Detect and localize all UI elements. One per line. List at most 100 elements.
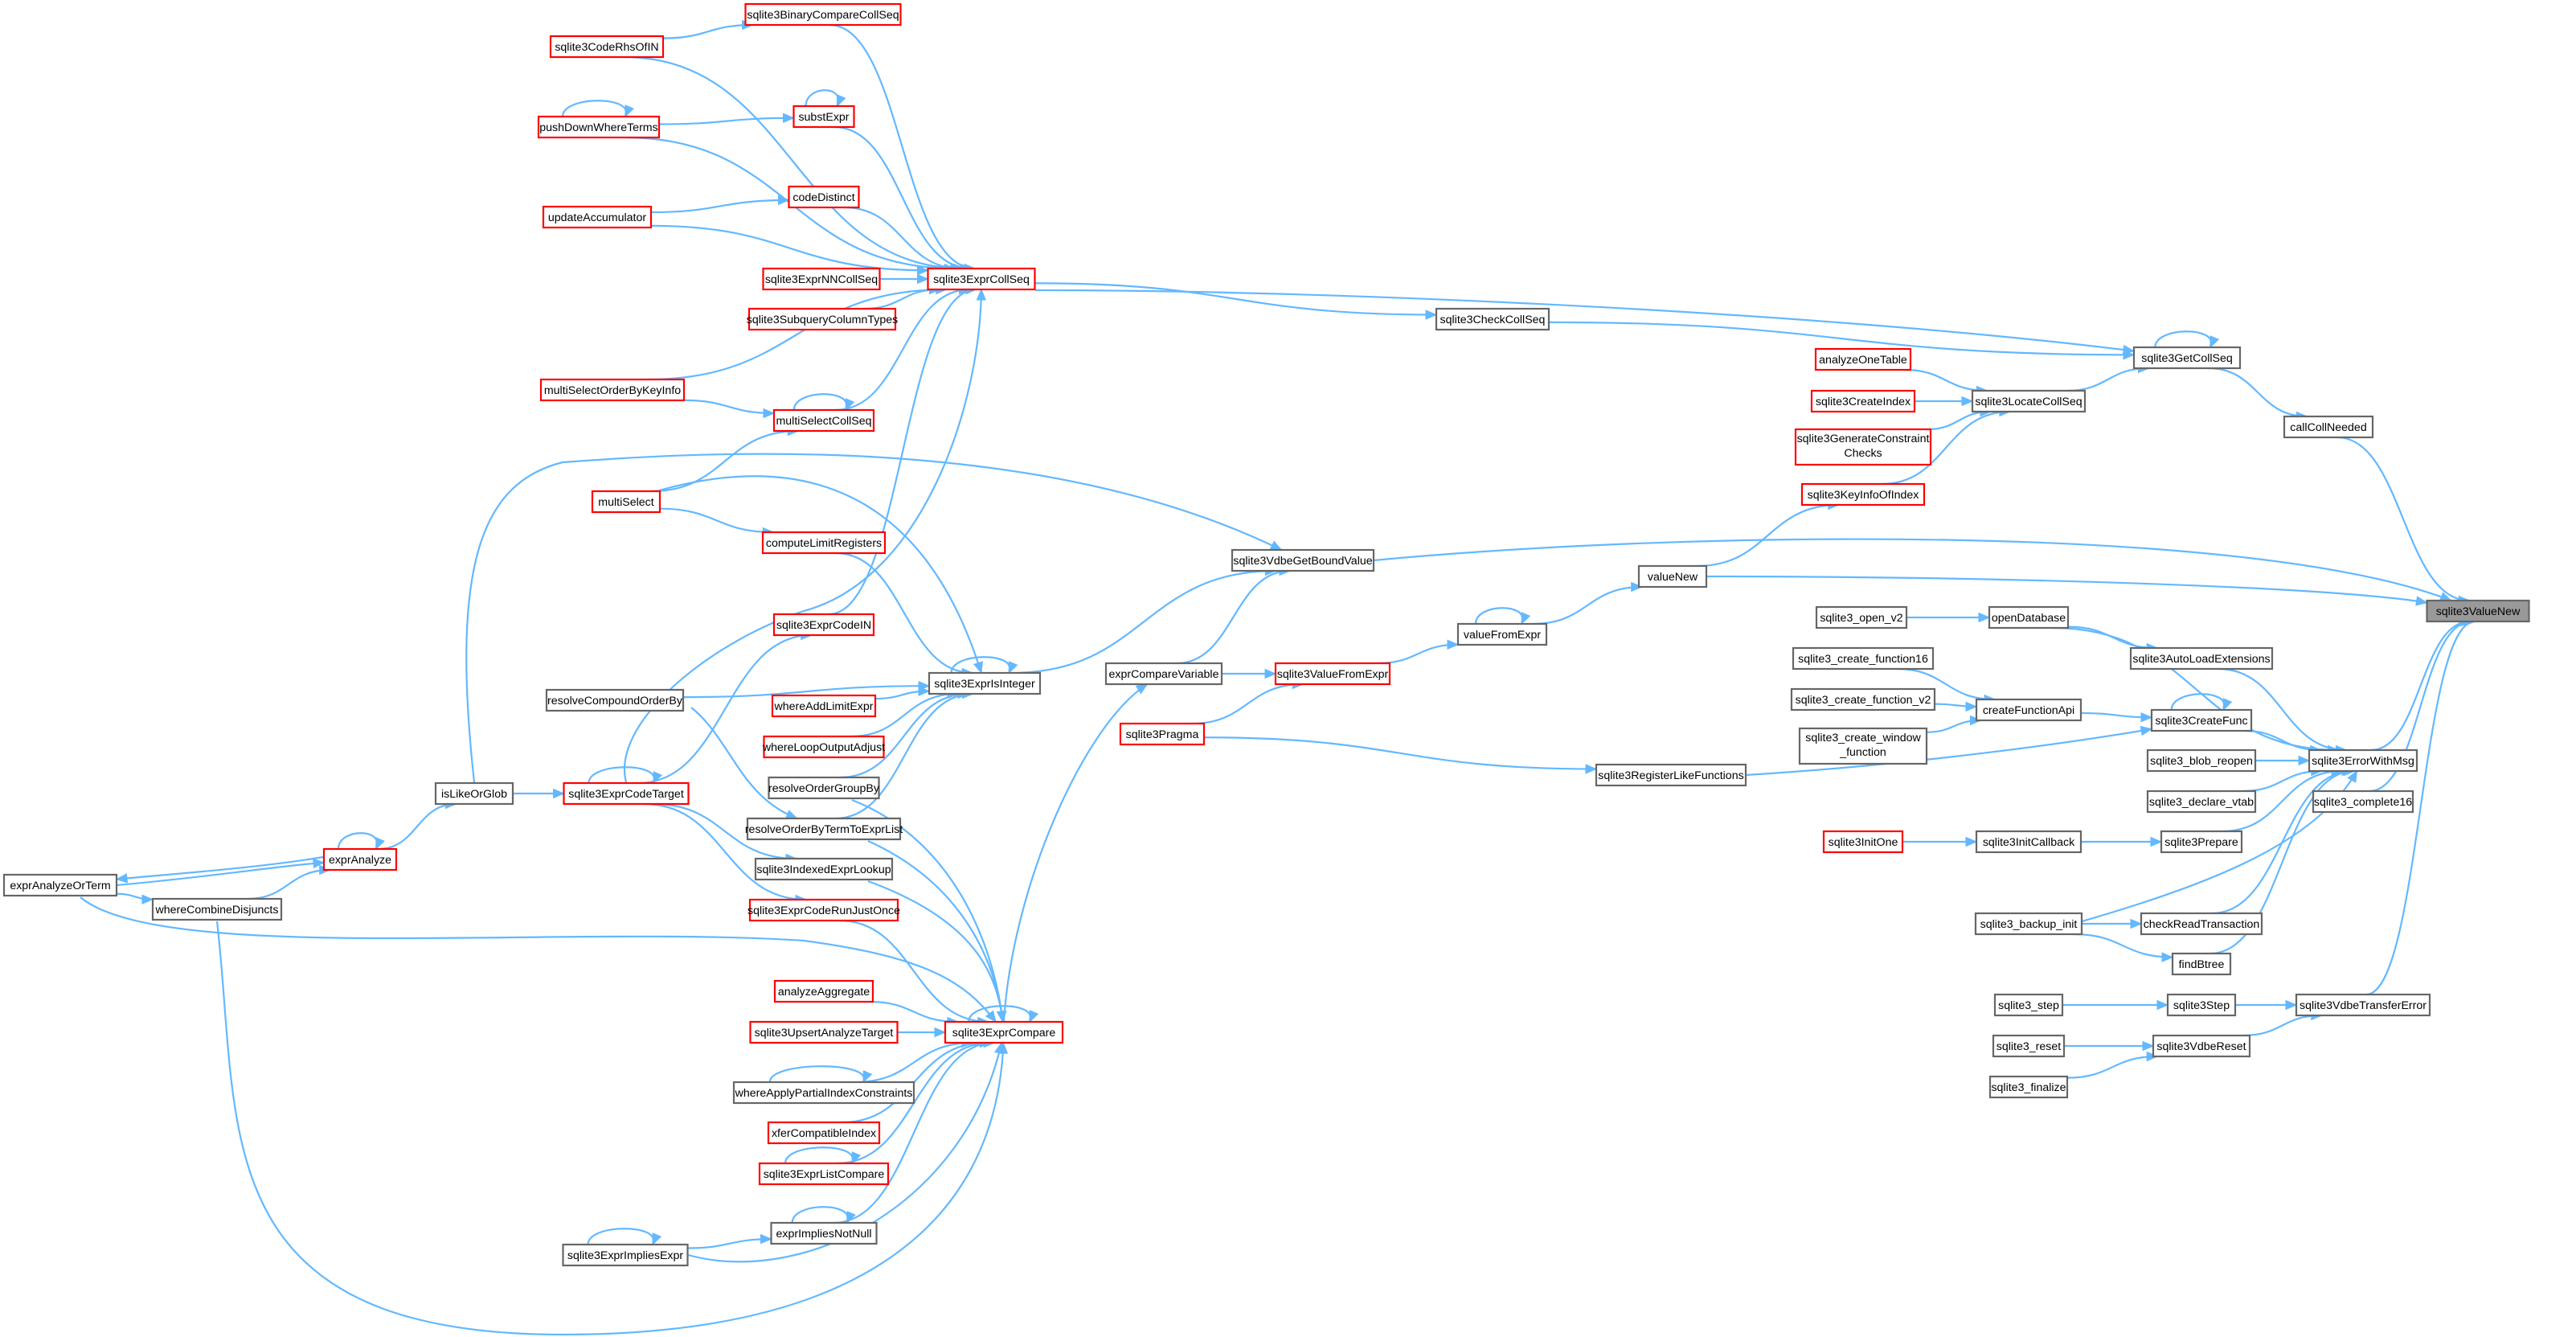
node-sqlite3KeyInfoOfIndex[interactable]: sqlite3KeyInfoOfIndex (1800, 482, 1926, 507)
edge-sqlite3Pragma-to-sqlite3RegisterLikeFunctions (1203, 736, 1597, 770)
node-exprAnalyzeOrTerm[interactable]: exprAnalyzeOrTerm (2, 873, 118, 897)
node-callCollNeeded[interactable]: callCollNeeded (2283, 415, 2374, 439)
node-box (1456, 622, 1548, 646)
edge-sqlite3KeyInfoOfIndex-to-sqlite3LocateCollSeq (1882, 410, 2010, 486)
node-sqlite3_reset[interactable]: sqlite3_reset (1992, 1034, 2066, 1058)
node-computeLimitRegisters[interactable]: computeLimitRegisters (761, 531, 887, 555)
node-sqlite3ValueFromExpr[interactable]: sqlite3ValueFromExpr (1274, 662, 1391, 686)
node-resolveOrderByTermToExprList[interactable]: resolveOrderByTermToExprList (745, 817, 903, 841)
node-valueFromExpr[interactable]: valueFromExpr (1456, 622, 1548, 646)
node-sqlite3_open_v2[interactable]: sqlite3_open_v2 (1815, 605, 1908, 630)
node-label: valueFromExpr (1464, 629, 1541, 642)
node-sqlite3ExprCodeIN[interactable]: sqlite3ExprCodeIN (772, 613, 875, 637)
node-isLikeOrGlob[interactable]: isLikeOrGlob (434, 781, 514, 806)
node-sqlite3LocateCollSeq[interactable]: sqlite3LocateCollSeq (1971, 389, 2087, 413)
node-sqlite3RegisterLikeFunctions[interactable]: sqlite3RegisterLikeFunctions (1595, 763, 1747, 787)
node-sqlite3CodeRhsOfIN[interactable]: sqlite3CodeRhsOfIN (549, 35, 665, 59)
node-valueNew[interactable]: valueNew (1637, 564, 1708, 589)
node-sqlite3ExprIsInteger[interactable]: sqlite3ExprIsInteger (928, 671, 1042, 695)
node-sqlite3ExprListCompare[interactable]: sqlite3ExprListCompare (758, 1162, 890, 1186)
node-box (1974, 912, 2083, 936)
node-updateAccumulator[interactable]: updateAccumulator (542, 205, 653, 229)
node-sqlite3_declare_vtab[interactable]: sqlite3_declare_vtab (2146, 789, 2257, 814)
node-sqlite3SubqueryColumnTypes[interactable]: sqlite3SubqueryColumnTypes (747, 307, 898, 331)
node-exprImpliesNotNull[interactable]: exprImpliesNotNull (770, 1221, 878, 1245)
node-box (1800, 482, 1926, 507)
node-whereLoopOutputAdjust[interactable]: whereLoopOutputAdjust (762, 735, 885, 759)
node-substExpr[interactable]: substExpr (792, 105, 855, 129)
node-label: sqlite3Step (2173, 999, 2230, 1012)
node-checkReadTransaction[interactable]: checkReadTransaction (2140, 912, 2263, 936)
node-box (545, 688, 685, 712)
node-xferCompatibleIndex[interactable]: xferCompatibleIndex (767, 1121, 881, 1145)
node-box (1975, 698, 2083, 722)
node-exprCompareVariable[interactable]: exprCompareVariable (1104, 662, 1223, 686)
node-whereAddLimitExpr[interactable]: whereAddLimitExpr (771, 694, 877, 718)
node-sqlite3Pragma[interactable]: sqlite3Pragma (1119, 722, 1206, 746)
node-exprAnalyze[interactable]: exprAnalyze (322, 847, 398, 872)
node-box (761, 531, 887, 555)
edge-sqlite3LocateCollSeq-to-sqlite3GetCollSeq (2066, 367, 2149, 392)
node-sqlite3_create_function16[interactable]: sqlite3_create_function16 (1792, 646, 1935, 671)
node-multiSelect[interactable]: multiSelect (591, 490, 661, 514)
node-box (1104, 662, 1223, 686)
node-label: sqlite3ExprCodeTarget (568, 788, 684, 801)
node-resolveOrderGroupBy[interactable]: resolveOrderGroupBy (768, 776, 880, 800)
node-sqlite3ErrorWithMsg[interactable]: sqlite3ErrorWithMsg (2308, 748, 2418, 773)
node-sqlite3_step[interactable]: sqlite3_step (1993, 993, 2064, 1017)
node-sqlite3ExprCollSeq[interactable]: sqlite3ExprCollSeq (927, 267, 1036, 291)
node-sqlite3InitOne[interactable]: sqlite3InitOne (1822, 830, 1904, 854)
node-whereCombineDisjuncts[interactable]: whereCombineDisjuncts (151, 897, 283, 921)
edge-exprAnalyze-to-exprAnalyzeOrTerm (116, 855, 324, 880)
node-sqlite3VdbeGetBoundValue[interactable]: sqlite3VdbeGetBoundValue (1231, 548, 1375, 572)
edge-sqlite3ExprImpliesExpr-to-sqlite3ExprCompare (687, 1042, 1003, 1263)
node-sqlite3CreateFunc[interactable]: sqlite3CreateFunc (2150, 708, 2253, 732)
node-sqlite3CheckCollSeq[interactable]: sqlite3CheckCollSeq (1435, 307, 1550, 331)
node-sqlite3Step[interactable]: sqlite3Step (2166, 993, 2237, 1017)
node-analyzeOneTable[interactable]: analyzeOneTable (1814, 347, 1912, 371)
node-sqlite3_complete16[interactable]: sqlite3_complete16 (2312, 789, 2414, 814)
node-sqlite3ExprCodeTarget[interactable]: sqlite3ExprCodeTarget (563, 781, 690, 806)
node-sqlite3ExprCodeRunJustOnce[interactable]: sqlite3ExprCodeRunJustOnce (747, 898, 900, 922)
node-label: isLikeOrGlob (441, 788, 507, 801)
node-sqlite3CreateIndex[interactable]: sqlite3CreateIndex (1810, 389, 1916, 413)
node-pushDownWhereTerms[interactable]: pushDownWhereTerms (537, 115, 661, 139)
node-sqlite3_blob_reopen[interactable]: sqlite3_blob_reopen (2146, 748, 2257, 773)
node-createFunctionApi[interactable]: createFunctionApi (1975, 698, 2083, 722)
node-sqlite3Prepare[interactable]: sqlite3Prepare (2160, 830, 2243, 854)
edge-exprImpliesNotNull-to-sqlite3ExprCompare (833, 1041, 995, 1224)
edge-callCollNeeded-to-sqlite3ValueNew (2336, 436, 2470, 602)
node-multiSelectOrderByKeyInfo[interactable]: multiSelectOrderByKeyInfo (539, 378, 686, 402)
node-label: exprImpliesNotNull (776, 1228, 871, 1241)
node-sqlite3GetCollSeq[interactable]: sqlite3GetCollSeq (2132, 346, 2242, 370)
edge-valueNew-to-sqlite3KeyInfoOfIndex (1697, 503, 1839, 568)
node-sqlite3_backup_init[interactable]: sqlite3_backup_init (1974, 912, 2083, 936)
node-box (788, 185, 860, 209)
node-label: sqlite3_backup_init (1980, 918, 2078, 931)
node-sqlite3_create_function_v2[interactable]: sqlite3_create_function_v2 (1790, 687, 1936, 712)
node-sqlite3ExprNNCollSeq[interactable]: sqlite3ExprNNCollSeq (762, 267, 881, 291)
node-findBtree[interactable]: findBtree (2171, 952, 2232, 976)
node-openDatabase[interactable]: openDatabase (1988, 605, 2070, 630)
node-analyzeAggregate[interactable]: analyzeAggregate (773, 979, 874, 1003)
node-sqlite3UpsertAnalyzeTarget[interactable]: sqlite3UpsertAnalyzeTarget (749, 1020, 899, 1044)
node-multiSelectCollSeq[interactable]: multiSelectCollSeq (772, 408, 875, 433)
node-whereApplyPartialIndexConstraints[interactable]: whereApplyPartialIndexConstraints (732, 1081, 915, 1105)
node-sqlite3BinaryCompareCollSeq[interactable]: sqlite3BinaryCompareCollSeq (744, 2, 902, 27)
node-resolveCompoundOrderBy[interactable]: resolveCompoundOrderBy (545, 688, 685, 712)
node-box (2, 873, 118, 897)
node-box (744, 2, 902, 27)
node-sqlite3_finalize[interactable]: sqlite3_finalize (1988, 1075, 2069, 1099)
node-codeDistinct[interactable]: codeDistinct (788, 185, 860, 209)
node-sqlite3_create_window_function[interactable]: sqlite3_create_window_function (1798, 727, 1928, 765)
node-sqlite3VdbeReset[interactable]: sqlite3VdbeReset (2152, 1034, 2251, 1058)
node-sqlite3ExprImpliesExpr[interactable]: sqlite3ExprImpliesExpr (562, 1243, 689, 1267)
node-sqlite3VdbeTransferError[interactable]: sqlite3VdbeTransferError (2295, 993, 2431, 1017)
node-sqlite3ExprCompare[interactable]: sqlite3ExprCompare (944, 1020, 1064, 1044)
node-sqlite3ValueNew[interactable]: sqlite3ValueNew (2426, 599, 2530, 623)
node-sqlite3AutoLoadExtensions[interactable]: sqlite3AutoLoadExtensions (2129, 646, 2274, 671)
node-sqlite3IndexedExprLookup[interactable]: sqlite3IndexedExprLookup (754, 857, 894, 881)
node-sqlite3InitCallback[interactable]: sqlite3InitCallback (1975, 830, 2083, 854)
edge-sqlite3_finalize-to-sqlite3VdbeReset-arrowhead (2146, 1051, 2159, 1062)
